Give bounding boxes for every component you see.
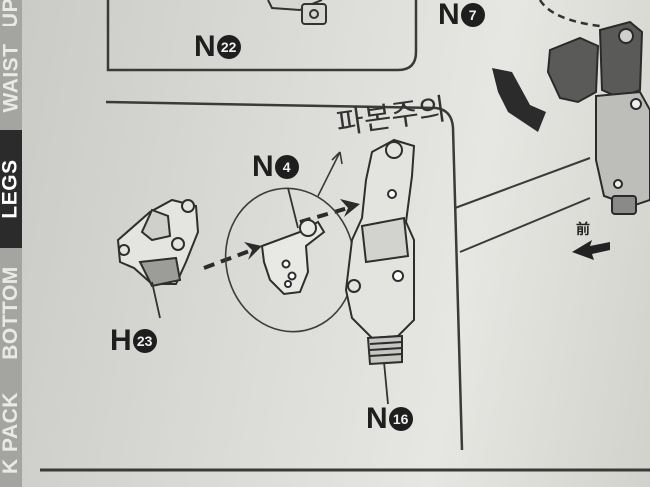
assembled-leg: [546, 20, 650, 215]
part-n16-drawing: [344, 138, 416, 366]
tab-k-pack[interactable]: K PACK: [0, 378, 22, 487]
part-h23-drawing: [116, 198, 200, 288]
hand-drawn-arrow: [317, 151, 343, 197]
arrowhead-b: [340, 199, 360, 217]
step-frames: [40, 0, 650, 472]
tab-up[interactable]: UP: [0, 0, 22, 26]
leader-lines: [151, 187, 389, 405]
upper-step-frame: [106, 0, 418, 72]
handwritten-note: 파본주의: [334, 92, 448, 142]
part-n4-drawing: [260, 219, 326, 296]
direction-arrow: [572, 240, 610, 260]
arrowhead-a: [244, 242, 262, 260]
tab-waist[interactable]: WAIST: [0, 26, 22, 130]
legs-step-frame: [105, 100, 464, 451]
tab-bottom[interactable]: BOTTOM: [0, 248, 22, 378]
upper-part-n22: [267, 0, 327, 25]
upper-dashed-arrow: [538, 0, 601, 28]
direction-label: 前: [576, 221, 590, 238]
section-tabs: UP WAIST LEGS BOTTOM K PACK: [0, 0, 22, 487]
tab-legs[interactable]: LEGS: [0, 130, 22, 248]
rotate-arrow: [492, 68, 546, 132]
callout-line-upper: [454, 157, 591, 209]
callout-line-lower: [459, 197, 591, 253]
